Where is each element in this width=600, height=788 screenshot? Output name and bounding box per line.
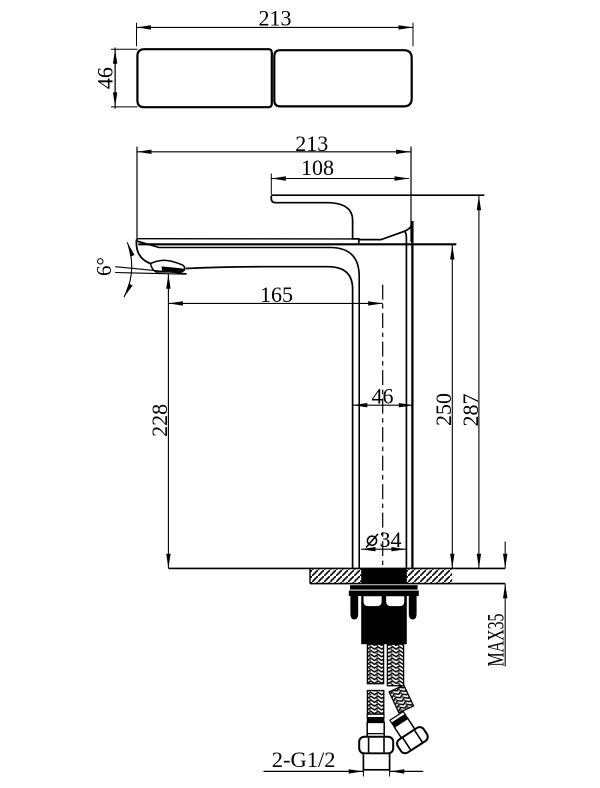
svg-text:MAX35: MAX35 [484, 614, 509, 667]
svg-text:46: 46 [93, 67, 118, 89]
svg-text:213: 213 [295, 131, 328, 156]
svg-text:228: 228 [147, 404, 172, 437]
svg-text:108: 108 [301, 155, 334, 180]
svg-text:34: 34 [380, 527, 402, 552]
svg-text:165: 165 [260, 282, 293, 307]
svg-text:287: 287 [458, 394, 483, 427]
svg-text:250: 250 [431, 393, 456, 426]
svg-text:213: 213 [259, 6, 292, 31]
svg-text:46: 46 [372, 384, 394, 409]
svg-text:2-G1/2: 2-G1/2 [272, 747, 336, 772]
svg-text:6°: 6° [92, 257, 116, 276]
